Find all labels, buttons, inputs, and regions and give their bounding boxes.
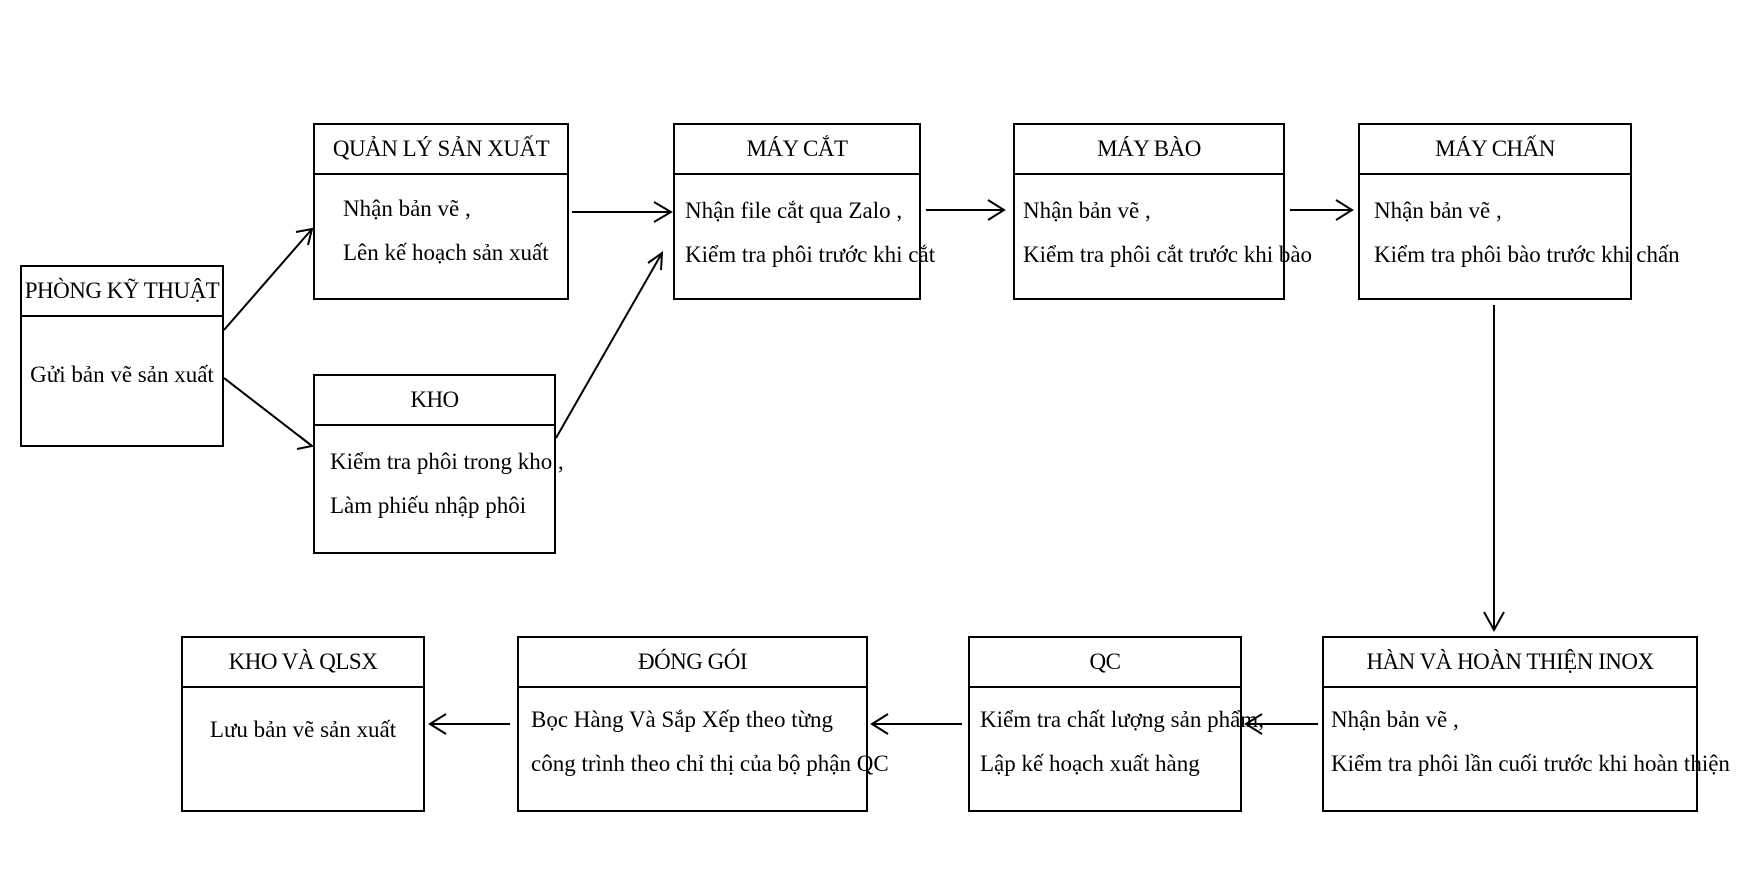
node-dong-goi: ĐÓNG GÓI Bọc Hàng Và Sắp Xếp theo từng c… (517, 636, 889, 812)
node-body: Nhận bản vẽ , Kiểm tra phôi lần cuối trư… (1324, 688, 1730, 786)
node-body: Nhận bản vẽ , Lên kế hoạch sản xuất (315, 175, 567, 275)
node-title: HÀN VÀ HOÀN THIỆN INOX (1324, 638, 1696, 688)
node-may-cat: MÁY CẮT Nhận file cắt qua Zalo , Kiểm tr… (673, 123, 936, 300)
edge-dong-goi-to-kho-va-qlsx (428, 713, 510, 735)
node-line: Kiểm tra phôi bào trước khi chấn (1374, 242, 1680, 267)
node-title: QUẢN LÝ SẢN XUẤT (315, 125, 567, 175)
node-line: Nhận bản vẽ , (343, 196, 471, 221)
node-line: Nhận bản vẽ , (1023, 198, 1151, 223)
node-line: công trình theo chỉ thị của bộ phận QC (531, 751, 889, 776)
node-body: Nhận bản vẽ , Kiểm tra phôi cắt trước kh… (1015, 175, 1313, 277)
node-body: Kiểm tra chất lượng sản phẩm, Lập kế hoạ… (970, 688, 1264, 786)
edge-may-cat-to-may-bao (926, 199, 1006, 221)
node-body: Nhận bản vẽ , Kiểm tra phôi bào trước kh… (1360, 175, 1680, 277)
edge-may-chan-to-han-va-hoan-thien (1483, 305, 1505, 633)
node-title: MÁY CHẤN (1360, 125, 1630, 175)
node-body: Lưu bản vẽ sản xuất (183, 688, 423, 752)
node-body: Gửi bản vẽ sản xuất (22, 317, 222, 397)
node-may-bao: MÁY BÀO Nhận bản vẽ , Kiểm tra phôi cắt … (1013, 123, 1313, 300)
edge-quan-ly-san-xuat-to-may-cat (572, 201, 673, 223)
node-kho-va-qlsx: KHO VÀ QLSX Lưu bản vẽ sản xuất (181, 636, 425, 812)
edge-han-va-hoan-thien-to-qc (1244, 713, 1318, 735)
node-line: Gửi bản vẽ sản xuất (30, 362, 214, 387)
node-line: Kiểm tra phôi lần cuối trước khi hoàn th… (1331, 751, 1730, 776)
node-line: Lưu bản vẽ sản xuất (209, 717, 397, 742)
node-line: Nhận bản vẽ , (1374, 198, 1502, 223)
node-title: PHÒNG KỸ THUẬT (22, 267, 222, 317)
node-title: KHO (315, 376, 554, 426)
node-line: Kiểm tra phôi trước khi cắt (685, 242, 936, 267)
node-line: Bọc Hàng Và Sắp Xếp theo từng (531, 707, 834, 732)
edge-may-bao-to-may-chan (1290, 199, 1354, 221)
node-line: Kiểm tra phôi trong kho , (330, 449, 564, 474)
node-title: QC (970, 638, 1240, 688)
node-body: Nhận file cắt qua Zalo , Kiểm tra phôi t… (675, 175, 936, 277)
node-may-chan: MÁY CHẤN Nhận bản vẽ , Kiểm tra phôi bào… (1358, 123, 1680, 300)
node-line: Lên kế hoạch sản xuất (343, 240, 549, 265)
edge-kho-to-may-cat (555, 250, 664, 439)
edge-phong-ky-thuat-to-kho (223, 377, 315, 450)
node-title: KHO VÀ QLSX (183, 638, 423, 688)
node-line: Lập kế hoạch xuất hàng (980, 751, 1200, 776)
node-body: Kiểm tra phôi trong kho , Làm phiếu nhập… (315, 426, 564, 528)
node-line: Kiểm tra chất lượng sản phẩm, (980, 707, 1264, 732)
node-body: Bọc Hàng Và Sắp Xếp theo từng công trình… (519, 688, 889, 786)
edge-phong-ky-thuat-to-quan-ly-san-xuat (223, 227, 314, 331)
node-quan-ly-san-xuat: QUẢN LÝ SẢN XUẤT Nhận bản vẽ , Lên kế ho… (313, 123, 569, 300)
node-line: Nhận file cắt qua Zalo , (685, 198, 903, 223)
node-qc: QC Kiểm tra chất lượng sản phẩm, Lập kế … (968, 636, 1264, 812)
node-title: ĐÓNG GÓI (519, 638, 866, 688)
node-title: MÁY CẮT (675, 125, 919, 175)
node-kho: KHO Kiểm tra phôi trong kho , Làm phiếu … (313, 374, 564, 554)
node-line: Kiểm tra phôi cắt trước khi bào (1023, 242, 1313, 267)
node-line: Làm phiếu nhập phôi (330, 493, 527, 518)
node-phong-ky-thuat: PHÒNG KỸ THUẬT Gửi bản vẽ sản xuất (20, 265, 224, 447)
edge-qc-to-dong-goi (870, 713, 962, 735)
node-han-va-hoan-thien-inox: HÀN VÀ HOÀN THIỆN INOX Nhận bản vẽ , Kiể… (1322, 636, 1730, 812)
node-line: Nhận bản vẽ , (1331, 707, 1459, 732)
node-title: MÁY BÀO (1015, 125, 1283, 175)
